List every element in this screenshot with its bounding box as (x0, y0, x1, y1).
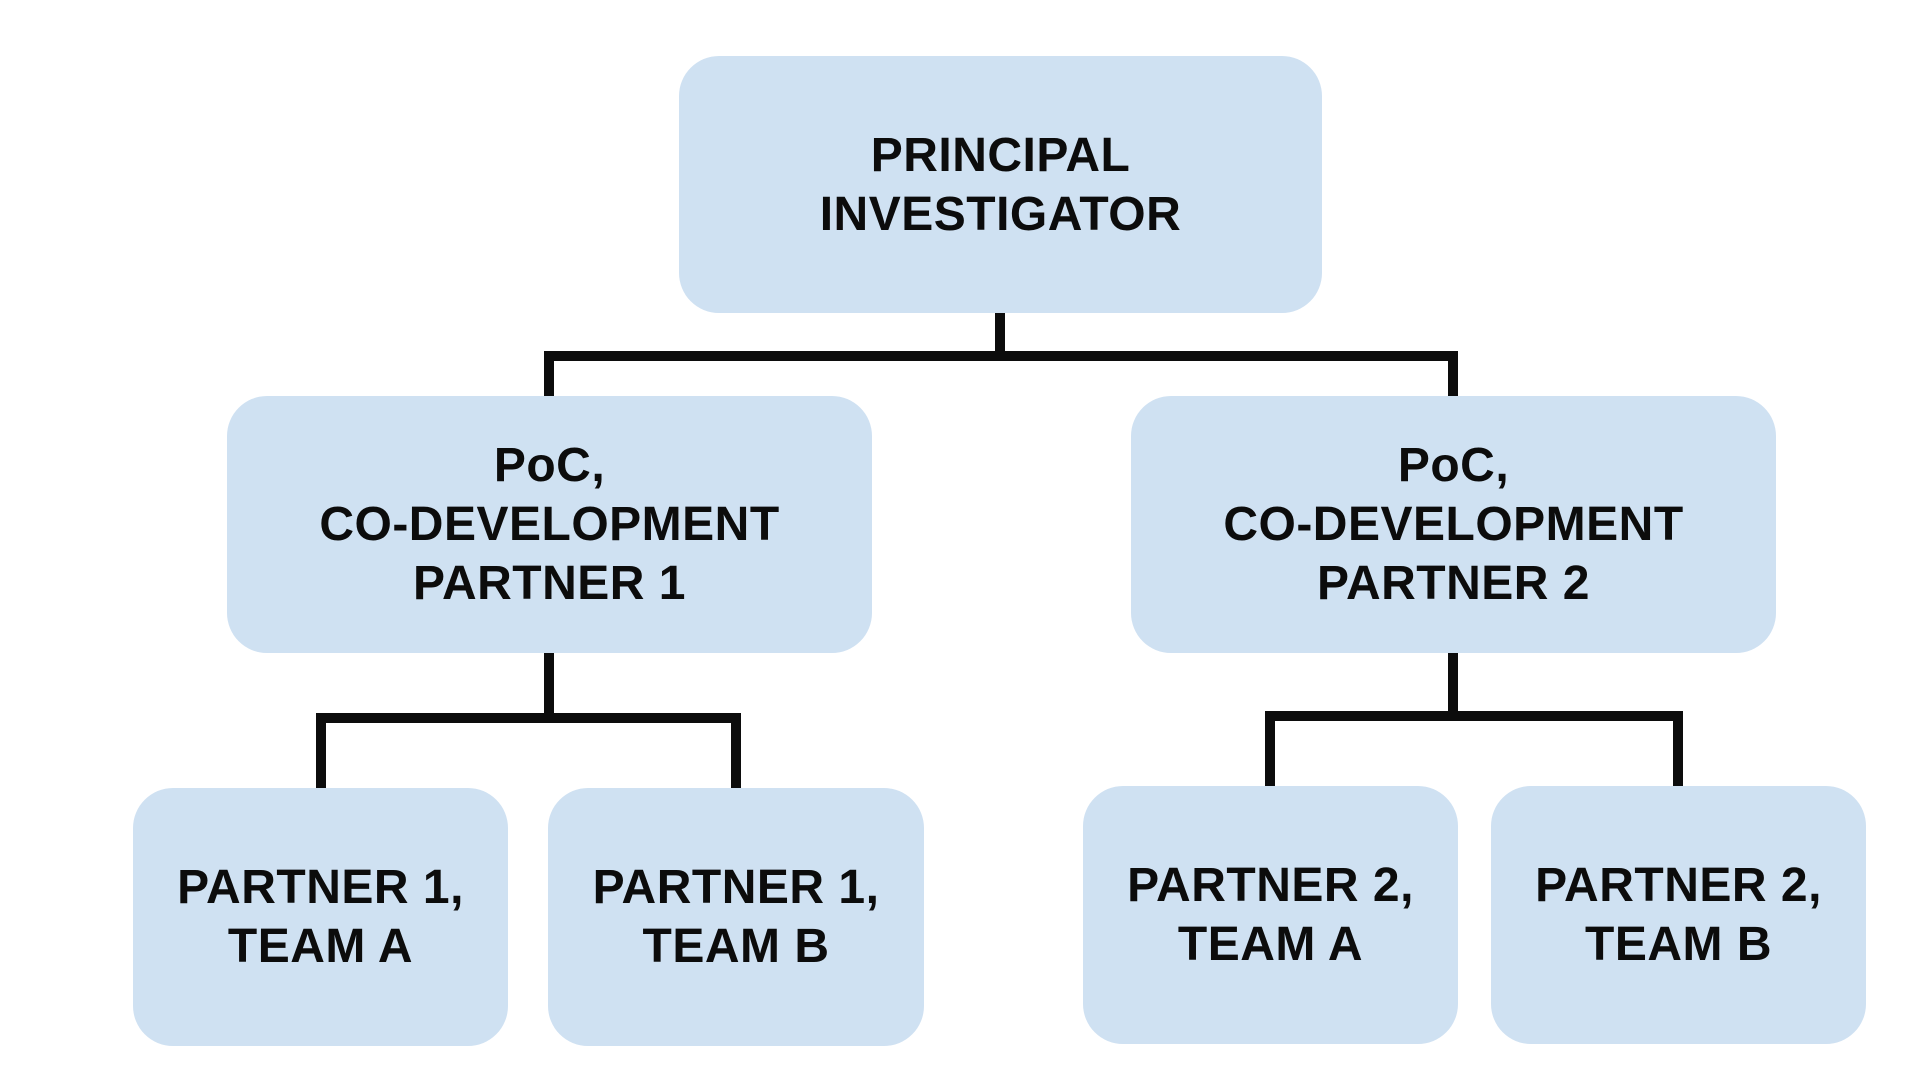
node-label-line: TEAM B (1585, 918, 1772, 971)
node-label-line: PARTNER 1 (413, 557, 686, 610)
co-development-partner-1-node: PoC, CO-DEVELOPMENT PARTNER 1 (227, 396, 872, 653)
node-label-line: PRINCIPAL (870, 128, 1131, 182)
node-label-line: PARTNER 1, (592, 861, 880, 914)
node-label: PARTNER 2, TEAM A (1127, 856, 1414, 974)
node-label-line: INVESTIGATOR (819, 187, 1182, 241)
node-label: PoC, CO-DEVELOPMENT PARTNER 2 (1223, 436, 1683, 613)
node-label-line: PARTNER 2, (1535, 859, 1822, 912)
node-label: PoC, CO-DEVELOPMENT PARTNER 1 (319, 436, 779, 613)
partner-2-team-b-node: PARTNER 2, TEAM B (1491, 786, 1866, 1044)
node-label-line: TEAM A (227, 920, 414, 973)
connector-root-to-partners (544, 308, 1458, 398)
node-label-line: TEAM B (642, 920, 830, 973)
node-label-line: PARTNER 2 (1317, 557, 1590, 610)
partner-1-team-b-node: PARTNER 1, TEAM B (548, 788, 924, 1046)
node-label-line: TEAM A (1177, 918, 1364, 971)
node-label: PARTNER 1, TEAM B (593, 858, 880, 976)
co-development-partner-2-node: PoC, CO-DEVELOPMENT PARTNER 2 (1131, 396, 1776, 653)
node-label-line: CO-DEVELOPMENT (319, 498, 780, 551)
node-label: PRINCIPAL INVESTIGATOR (820, 126, 1182, 244)
node-label-line: CO-DEVELOPMENT (1223, 498, 1684, 551)
node-label: PARTNER 1, TEAM A (177, 858, 464, 976)
node-label-line: PARTNER 2, (1127, 859, 1414, 912)
partner-2-team-a-node: PARTNER 2, TEAM A (1083, 786, 1458, 1044)
node-label-line: PoC, (1397, 439, 1510, 492)
node-label: PARTNER 2, TEAM B (1535, 856, 1822, 974)
connector-partner-1-to-teams (316, 648, 741, 788)
node-label-line: PoC, (493, 439, 606, 492)
partner-1-team-a-node: PARTNER 1, TEAM A (133, 788, 508, 1046)
connector-partner-2-to-teams (1265, 648, 1683, 786)
node-label-line: PARTNER 1, (177, 861, 464, 914)
principal-investigator-node: PRINCIPAL INVESTIGATOR (679, 56, 1322, 313)
